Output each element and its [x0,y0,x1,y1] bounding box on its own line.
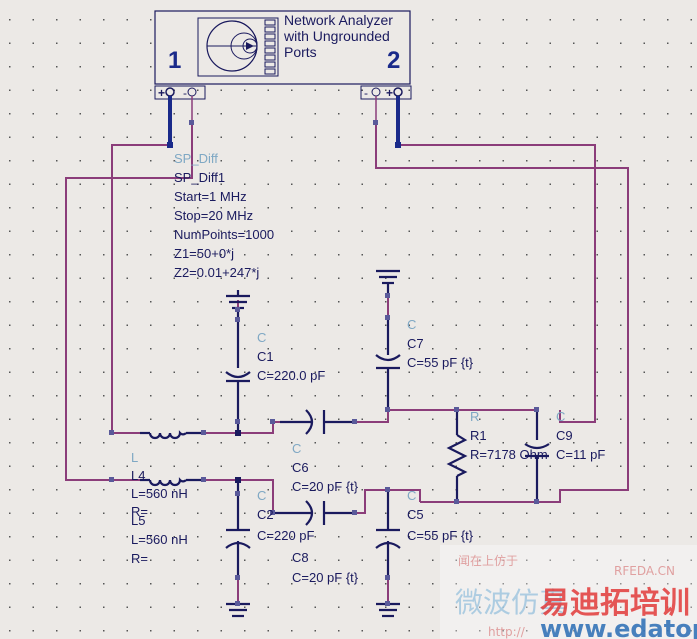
c1-name: C1 [257,349,274,364]
analyzer-title-line2: with Ungrounded [283,28,390,44]
sp-diff-param: Z2=0.01+247*j [174,265,259,280]
analyzer-title-line3: Ports [284,44,317,60]
pin-nodes [109,120,539,606]
c5-type: C [407,488,416,503]
r1-name: R1 [470,428,487,443]
capacitor-c7[interactable] [375,318,401,410]
sp-diff-param: Z1=50+0*j [174,246,234,261]
c6-value: C=20 pF {t} [292,479,359,494]
watermark-faded-small: 闻在上仿于 [458,554,518,568]
l4-name: L4 [131,468,145,483]
watermark-url: www.edatop.com [540,615,697,639]
l5-name: L5 [131,513,145,528]
c1-type: C [257,330,266,345]
c8-value: C=20 pF {t} [292,570,359,585]
wire-c8-right[interactable] [355,489,421,514]
c9-value: C=11 pF [556,447,605,462]
sp-diff-param: NumPoints=1000 [174,227,274,242]
capacitor-c6[interactable] [280,409,355,435]
c2-name: C2 [257,507,274,522]
capacitor-c5[interactable] [375,490,401,578]
c1-value: C=220.0 pF [257,368,325,383]
c7-type: C [407,317,416,332]
watermark-faded-text: 微波仿真 [455,586,567,619]
l5-value: L=560 nH [131,532,188,547]
capacitor-c9[interactable] [524,410,550,502]
c2-type: C [257,488,266,503]
c5-name: C5 [407,507,424,522]
smith-chart-icon [197,17,279,77]
r1-value: R=7178 Ohm [470,447,548,462]
sp-diff-param: Start=1 MHz [174,189,247,204]
network-analyzer[interactable]: Network Analyzer with Ungrounded Ports 1… [154,10,412,100]
c6-type: C [292,441,301,456]
ground-icon [376,269,400,296]
c2-value: C=220 pF [257,528,315,543]
c9-name: C9 [556,428,573,443]
capacitor-c8[interactable] [273,500,355,526]
watermark-brand: 易迪拓培训 [540,586,690,621]
sp-diff-param: Stop=20 MHz [174,208,253,223]
port2-terminals[interactable]: - + [360,85,412,100]
wire-c6-right[interactable] [355,409,537,423]
l4-r: R= [131,504,148,519]
wire-port1-plus[interactable] [111,144,170,434]
c8-name: C8 [292,550,309,565]
watermark: 闻在上仿于 RFEDA.CN 微波仿真 易迪拓培训 http:// www.ed… [440,545,697,639]
analyzer-title-line1: Network Analyzer [284,12,393,28]
capacitor-c2[interactable] [225,480,251,578]
c6-name: C6 [292,460,309,475]
port2-label: 2 [387,47,400,74]
resistor-r1[interactable] [446,410,468,502]
l4-value: L=560 nH [131,486,188,501]
port1-label: 1 [168,47,181,74]
sp-diff-controller[interactable]: SP_Diff SP_Diff1 Start=1 MHz Stop=20 MHz… [174,151,274,280]
port1-plus-sign: + [158,86,165,100]
r1-type: R [470,409,479,424]
c9-type: C [556,409,565,424]
watermark-faded-url: http:// [488,625,526,639]
sp-diff-name: SP_Diff1 [174,170,225,185]
sp-diff-type: SP_Diff [174,151,218,166]
c7-name: C7 [407,336,424,351]
watermark-site: RFEDA.CN [614,564,675,578]
c5-value: C=55 pF {t} [407,528,474,543]
wire-port1-minus[interactable] [65,122,193,481]
c7-value: C=55 pF {t} [407,355,474,370]
port2-minus-sign: - [364,86,368,100]
l4-type: L [131,450,138,465]
port2-plus-sign: + [386,86,393,100]
port1-minus-sign: - [183,86,187,100]
wire-port2-plus[interactable] [398,144,596,423]
wire-lower-rail[interactable] [204,479,274,513]
l5-r: R= [131,551,148,566]
